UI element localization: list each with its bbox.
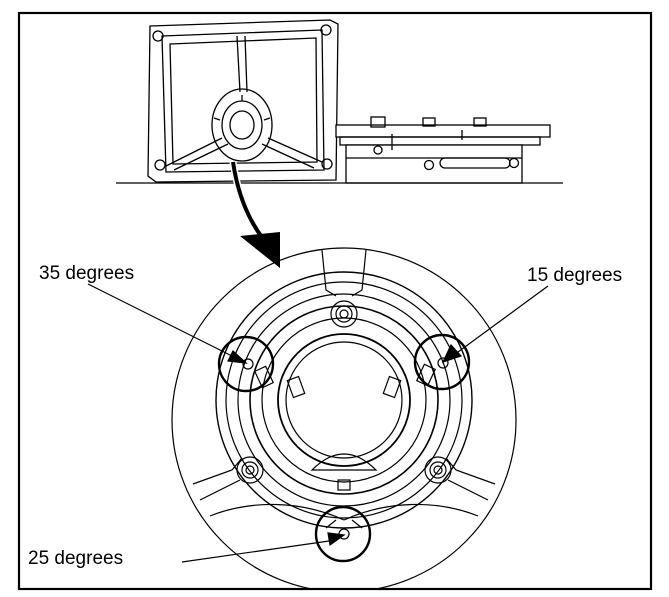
- leader-lines: [87, 283, 549, 563]
- arrowhead-25-degrees: [327, 532, 346, 547]
- highlight-35-degrees: [217, 335, 275, 393]
- figure-frame: [17, 11, 653, 591]
- label-35-degrees: 35 degrees: [39, 263, 135, 284]
- leader-25-degrees: [181, 539, 337, 563]
- label-25-degrees: 25 degrees: [28, 548, 124, 569]
- hub-detail-view: [171, 247, 517, 588]
- arrowhead-15-degrees: [441, 343, 463, 364]
- reader-head-side-view: [147, 19, 339, 183]
- highlight-25-degrees: [314, 505, 372, 563]
- mounting-bracket: [335, 116, 551, 184]
- label-15-degrees: 15 degrees: [527, 265, 623, 286]
- arrowhead-35-degrees: [227, 350, 248, 364]
- highlight-15-degrees: [413, 333, 471, 391]
- leader-35-degrees: [87, 283, 235, 358]
- leader-15-degrees: [457, 285, 549, 353]
- detail-arrow: [229, 161, 280, 268]
- detent-highlights: [217, 333, 471, 563]
